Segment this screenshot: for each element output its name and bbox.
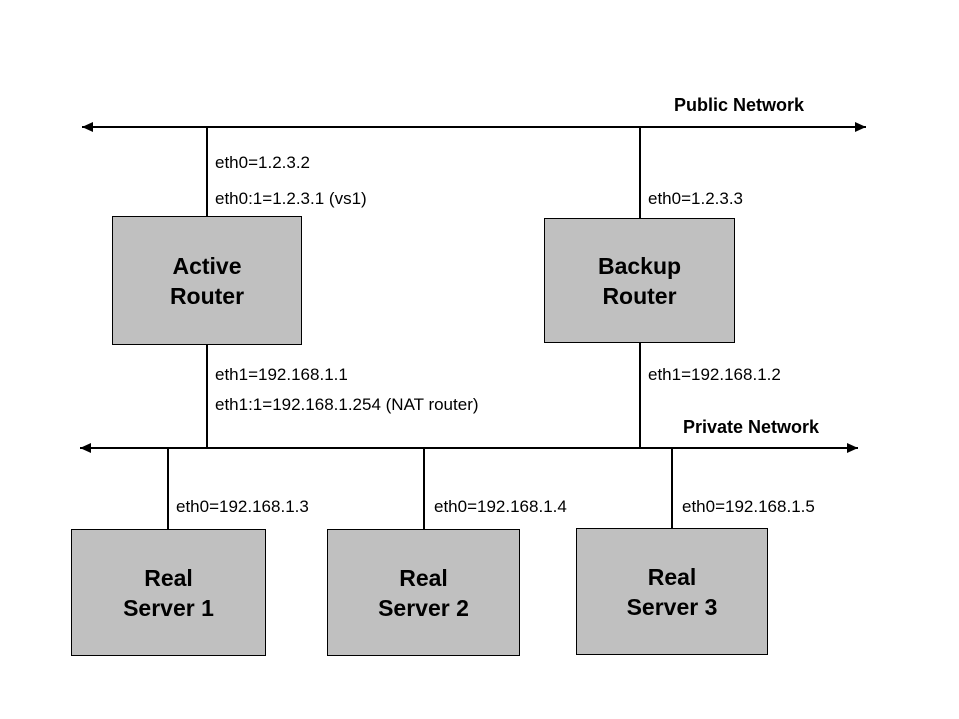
backup-router-eth0-label: eth0=1.2.3.3 <box>648 189 744 208</box>
real-server-2-eth0-label: eth0=192.168.1.4 <box>434 497 567 516</box>
node-backup-router-line2: Router <box>602 282 677 309</box>
node-real-server-2[interactable]: Real Server 2 <box>327 529 520 656</box>
node-backup-router-line1: Backup <box>597 252 682 279</box>
active-router-eth1-alias-label: eth1:1=192.168.1.254 (NAT router) <box>215 395 479 414</box>
node-real-server-2-line2: Server 2 <box>378 594 469 621</box>
public-network-label: Public Network <box>674 95 805 115</box>
real-server-1-eth0-label: eth0=192.168.1.3 <box>176 497 309 516</box>
node-real-server-3-line1: Real <box>647 563 697 590</box>
node-real-server-1[interactable]: Real Server 1 <box>71 529 266 656</box>
node-backup-router[interactable]: Backup Router <box>544 218 735 343</box>
real-server-3-eth0-label: eth0=192.168.1.5 <box>682 497 815 516</box>
active-router-eth1-label: eth1=192.168.1.1 <box>215 365 348 384</box>
node-real-server-3-line2: Server 3 <box>626 593 718 620</box>
node-real-server-2-line1: Real <box>399 564 448 591</box>
active-router-eth0-label: eth0=1.2.3.2 <box>215 153 311 172</box>
node-real-server-3[interactable]: Real Server 3 <box>576 528 768 655</box>
node-active-router[interactable]: Active Router <box>112 216 302 345</box>
node-active-router-line1: Active <box>172 252 242 279</box>
private-network-label: Private Network <box>683 417 820 437</box>
node-real-server-1-line1: Real <box>144 564 193 591</box>
active-router-eth0-alias-label: eth0:1=1.2.3.1 (vs1) <box>215 189 367 208</box>
node-real-server-1-line2: Server 1 <box>123 594 214 621</box>
node-active-router-line2: Router <box>169 282 245 309</box>
backup-router-eth1-label: eth1=192.168.1.2 <box>648 365 781 384</box>
